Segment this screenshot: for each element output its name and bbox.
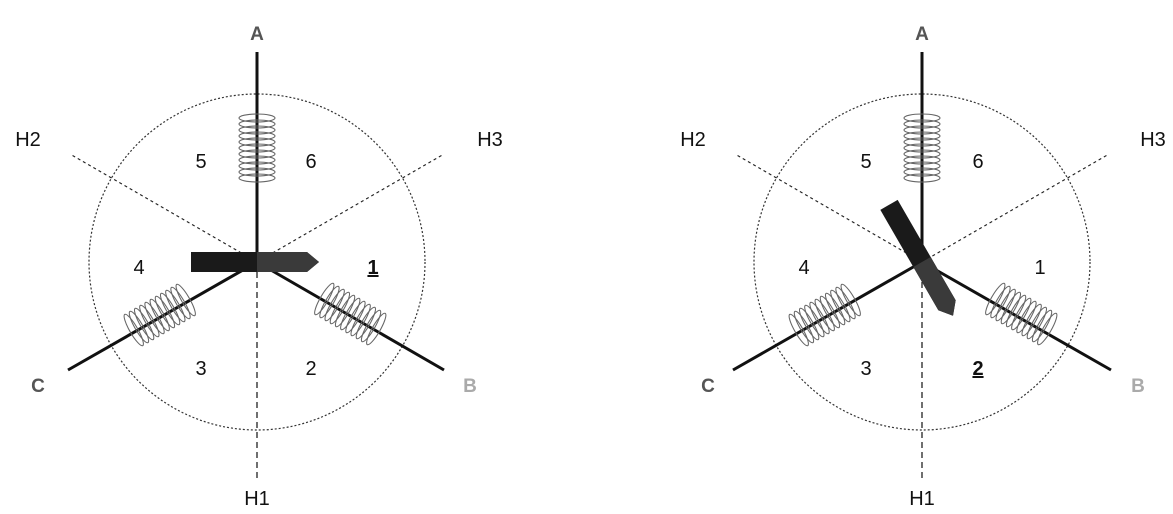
motor-diagram-sector-1: A B C H1 H2 H3 1 2 3 4 5 6 (0, 0, 520, 514)
hall-label-h1: H1 (244, 488, 270, 510)
hall-label-h2: H2 (15, 129, 41, 151)
sector-label-1: 1 (367, 257, 378, 279)
sector-label-5: 5 (195, 151, 206, 173)
sector-label-4: 4 (133, 257, 144, 279)
sector-label-5: 5 (860, 151, 871, 173)
motor-diagram-sector-2: A B C H1 H2 H3 1 2 3 4 5 6 (653, 0, 1173, 514)
sector-label-1: 1 (1034, 257, 1045, 279)
winding-line-b (256, 260, 445, 372)
phase-label-a: A (250, 24, 264, 45)
motor-diagram-svg: A B C H1 H2 H3 1 2 3 4 5 6 (15, 24, 503, 510)
sector-label-2: 2 (305, 358, 316, 380)
coil-b (985, 282, 1058, 346)
rotor-arrow (191, 252, 319, 272)
sector-label-3: 3 (860, 358, 871, 380)
stator-circle (753, 93, 1091, 431)
phase-label-b: B (463, 376, 477, 397)
phase-label-c: C (31, 376, 45, 397)
coil-a (903, 113, 941, 183)
coil-b (314, 282, 387, 346)
coil-c (123, 283, 196, 347)
hall-label-h1: H1 (909, 488, 935, 510)
phase-label-c: C (701, 376, 715, 397)
sector-label-3: 3 (195, 358, 206, 380)
motor-diagram-svg: A B C H1 H2 H3 1 2 3 4 5 6 (680, 24, 1166, 510)
hall-label-h3: H3 (1140, 129, 1166, 151)
phase-label-a: A (915, 24, 929, 45)
hall-line-h2 (69, 153, 258, 263)
phase-label-b: B (1131, 376, 1145, 397)
sector-label-6: 6 (305, 151, 316, 173)
hall-label-h2: H2 (680, 129, 706, 151)
coil-a (238, 113, 276, 183)
sector-label-4: 4 (798, 257, 809, 279)
rotor-arrow (880, 199, 956, 316)
hall-label-h3: H3 (477, 129, 503, 151)
sector-label-2: 2 (972, 358, 983, 380)
winding-line-b (921, 260, 1112, 372)
sector-label-6: 6 (972, 151, 983, 173)
coil-c (788, 283, 861, 347)
stator-circle (88, 93, 426, 431)
